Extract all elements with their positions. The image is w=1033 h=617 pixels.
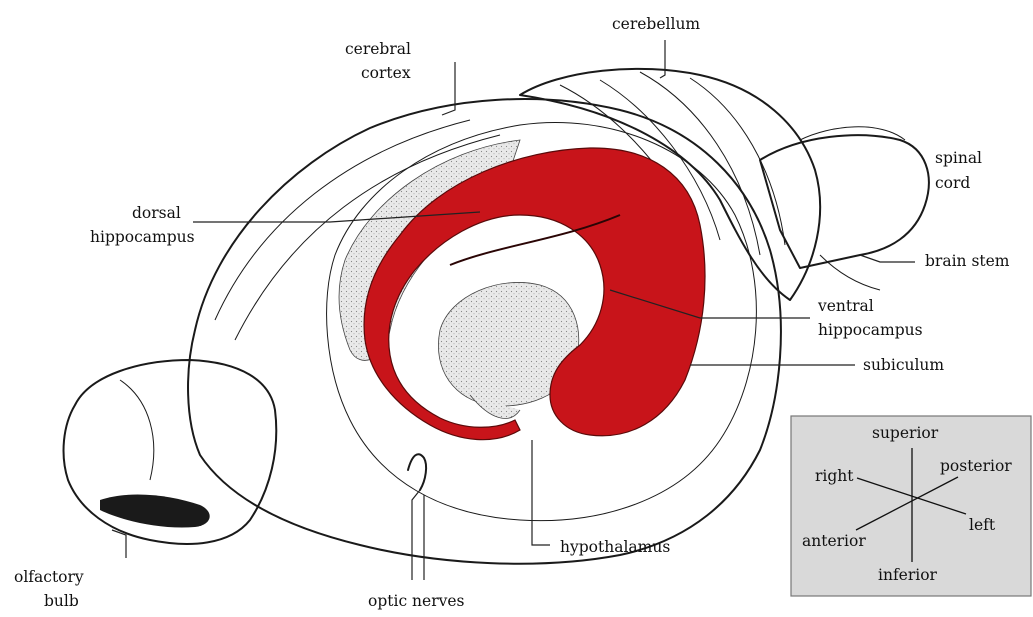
spinal-cord-shape — [760, 127, 929, 290]
label-cerebral-cortex-1: cerebral — [345, 40, 411, 58]
orientation-superior: superior — [872, 424, 939, 442]
orientation-anterior: anterior — [802, 532, 866, 550]
label-dorsal-hippocampus-1: dorsal — [132, 204, 181, 222]
label-dorsal-hippocampus-2: hippocampus — [90, 228, 195, 246]
label-ventral-hippocampus-1: ventral — [817, 297, 874, 315]
label-brain-stem: brain stem — [925, 252, 1010, 270]
label-spinal-cord-1: spinal — [935, 149, 982, 167]
label-spinal-cord-2: cord — [935, 174, 970, 192]
label-subiculum: subiculum — [863, 356, 944, 374]
label-ventral-hippocampus-2: hippocampus — [818, 321, 923, 339]
orientation-posterior: posterior — [940, 457, 1012, 475]
label-olfactory-bulb-2: bulb — [44, 592, 79, 610]
label-cerebral-cortex-2: cortex — [361, 64, 411, 82]
orientation-key: superior posterior right left anterior i… — [791, 416, 1031, 596]
orientation-inferior: inferior — [878, 566, 938, 584]
label-olfactory-bulb-1: olfactory — [14, 568, 84, 586]
orientation-left: left — [969, 516, 996, 534]
label-optic-nerves: optic nerves — [368, 592, 465, 610]
optic-nerves-shape — [408, 454, 426, 490]
label-hypothalamus: hypothalamus — [560, 538, 670, 556]
orientation-right: right — [815, 467, 854, 485]
label-cerebellum: cerebellum — [612, 15, 700, 33]
olfactory-bulb-shape — [64, 360, 277, 544]
